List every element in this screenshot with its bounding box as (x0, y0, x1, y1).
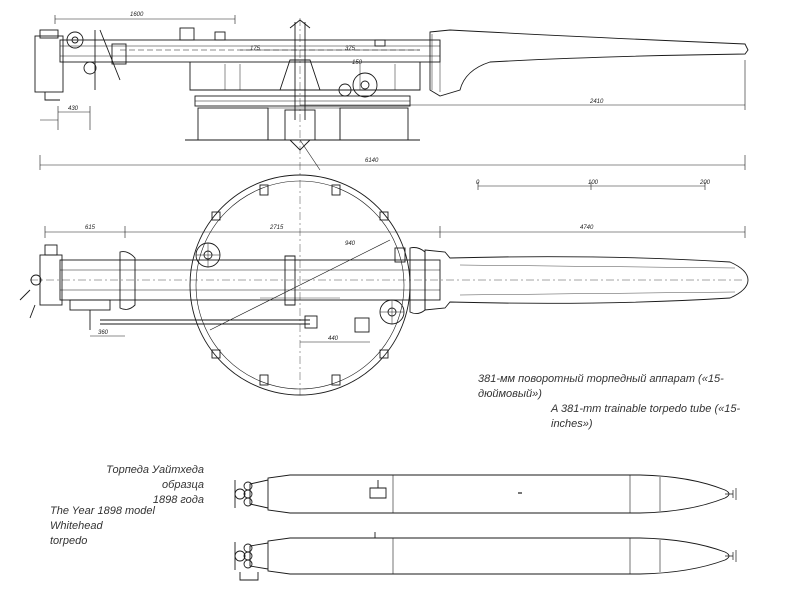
dimension-labels: 1600 175 375 150 430 2410 6140 0 100 200… (68, 12, 711, 342)
caption-russian: 381-мм поворотный торпедный аппарат («15… (478, 373, 724, 400)
scale-tick-label: 100 (588, 180, 599, 186)
whitehead-torpedo-side (234, 532, 737, 581)
whitehead-caption-russian: Торпеда Уайтхеда образца 1898 года (64, 463, 204, 508)
whitehead-caption-english-line: torpedo (50, 535, 88, 547)
scale-bar (477, 182, 706, 190)
dim-label: 940 (345, 241, 356, 247)
dim-label: 6140 (365, 158, 379, 164)
dim-label: 360 (98, 330, 109, 336)
whitehead-caption-english: The Year 1898 model Whitehead torpedo (50, 504, 200, 549)
dim-label: 2715 (269, 225, 284, 231)
elevation-view (34, 15, 749, 175)
whitehead-caption-russian-line: 1898 года (152, 494, 204, 506)
scale-tick-label: 0 (476, 180, 480, 186)
whitehead-torpedo-top (234, 474, 737, 514)
dim-label: 440 (328, 336, 339, 342)
dim-label: 430 (68, 106, 79, 112)
dim-label: 150 (352, 60, 363, 66)
whitehead-caption-russian-line: Торпеда Уайтхеда образца (106, 464, 204, 491)
dim-label: 375 (345, 46, 356, 52)
dim-label: 1600 (130, 12, 144, 18)
scale-tick-label: 200 (699, 180, 711, 186)
plan-view (19, 174, 749, 396)
dim-label: 4740 (580, 225, 594, 231)
dim-label: 615 (85, 225, 96, 231)
dim-label: 2410 (589, 99, 604, 105)
whitehead-caption-english-line: The Year 1898 model Whitehead (50, 505, 155, 532)
dim-label: 175 (250, 46, 261, 52)
caption-english: A 381-mm trainable torpedo tube («15-inc… (551, 403, 741, 430)
